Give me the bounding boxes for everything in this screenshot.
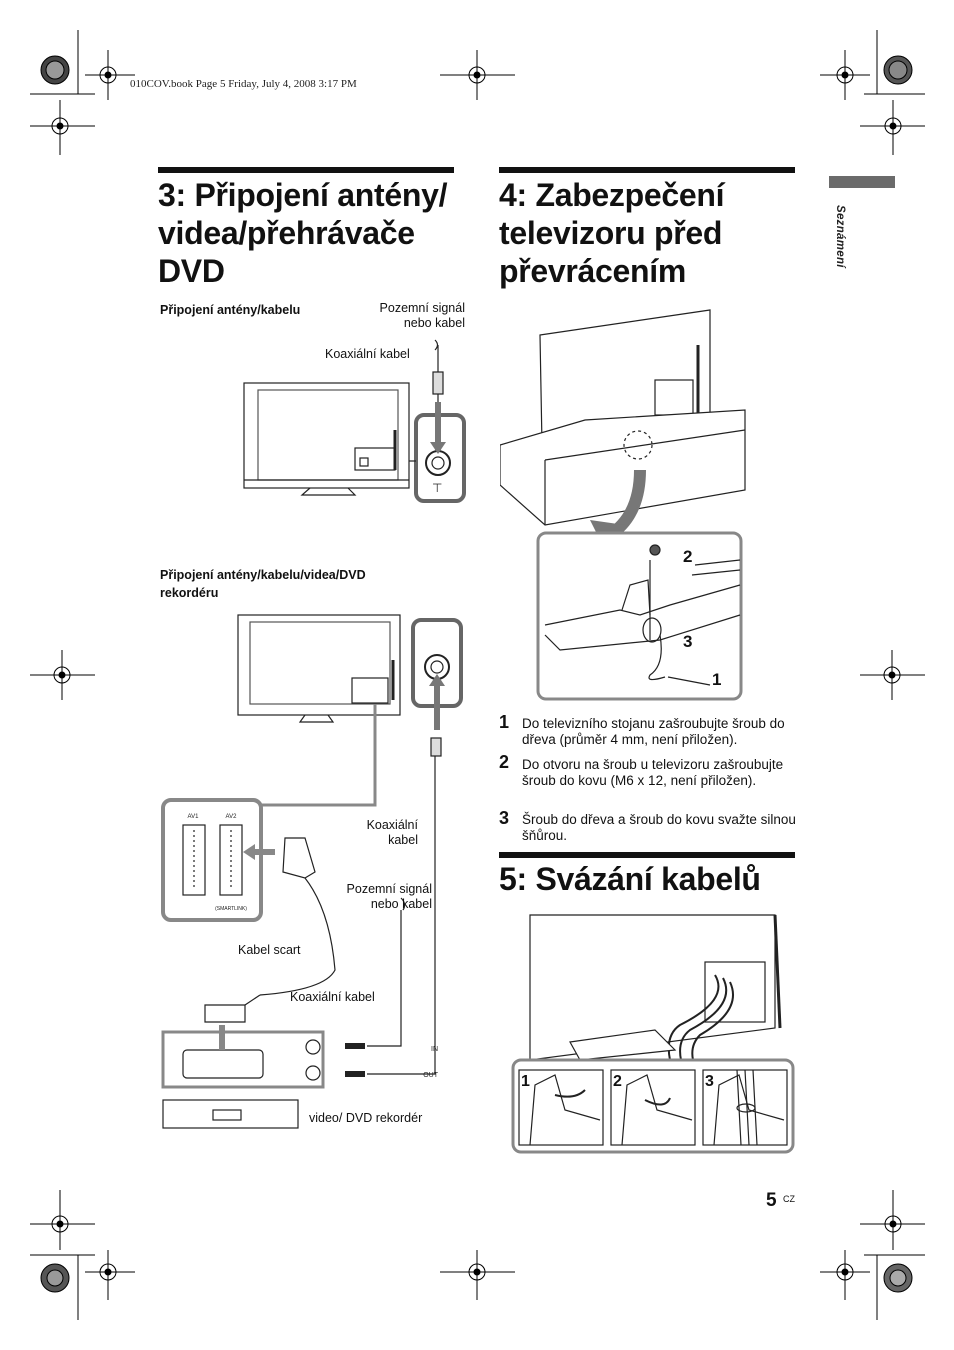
antenna-subhead: Připojení antény/kabelu	[160, 303, 301, 317]
antenna-diagram: ⊤	[243, 339, 466, 503]
callout-1: 1	[712, 670, 721, 689]
tipover-diagram: 2 3 1	[500, 309, 746, 701]
step-3-number: 3	[499, 808, 510, 828]
signal-label-2: Pozemní signál nebo kabel	[346, 882, 432, 911]
av1-label: AV1	[188, 814, 200, 820]
callout-2: 2	[683, 547, 692, 566]
page-language: CZ	[783, 1194, 795, 1204]
step-2-number: 2	[499, 752, 510, 772]
recorder-label: video/ DVD rekordér	[309, 1111, 423, 1125]
book-header: 010COV.book Page 5 Friday, July 4, 2008 …	[130, 78, 357, 90]
coax-label-3: Koaxiální kabel	[290, 990, 375, 1004]
scart-label: Kabel scart	[238, 943, 301, 957]
coax-label-2: Koaxiální kabel	[366, 818, 418, 847]
port-in-label: IN	[431, 1046, 438, 1053]
step-1-number: 1	[499, 712, 510, 732]
svg-text:⊤: ⊤	[432, 481, 442, 495]
av2-label: AV2	[226, 814, 238, 820]
page-number: 5	[766, 1190, 777, 1211]
section3-rule	[158, 167, 454, 173]
coax-label-1: Koaxiální kabel	[325, 347, 410, 361]
step-3-text: Šroub do dřeva a šroub do kovu svažte si…	[522, 812, 796, 843]
section3-title: 3: Připojení antény/ videa/přehrávače DV…	[158, 177, 448, 289]
port-out-label: OUT	[423, 1072, 439, 1079]
callout-3: 3	[683, 632, 692, 651]
panel-3-number: 3	[705, 1073, 714, 1090]
section-side-label: Seznámení	[834, 205, 846, 268]
section5-title: 5: Svázání kabelů	[499, 861, 761, 897]
step-2-text: Do otvoru na šroub u televizoru zašroubu…	[522, 757, 784, 788]
av-subhead: Připojení antény/kabelu/videa/DVD rekord…	[160, 568, 366, 600]
cable-diagram: 1 2 3	[511, 914, 795, 1154]
dvd-diagram: IN OUT AV1 AV2 (SMARTLINK)	[161, 614, 463, 1129]
section5-rule	[499, 852, 795, 858]
panel-1-number: 1	[521, 1073, 530, 1090]
section4-rule	[499, 167, 795, 173]
section4-title: 4: Zabezpečení televizoru před převrácen…	[499, 177, 725, 289]
smartlink-label: (SMARTLINK)	[215, 906, 247, 912]
step-1-text: Do televizního stojanu zašroubujte šroub…	[522, 716, 785, 747]
section-tab	[829, 176, 895, 188]
signal-label-1: Pozemní signál nebo kabel	[379, 301, 465, 330]
panel-2-number: 2	[613, 1073, 622, 1090]
